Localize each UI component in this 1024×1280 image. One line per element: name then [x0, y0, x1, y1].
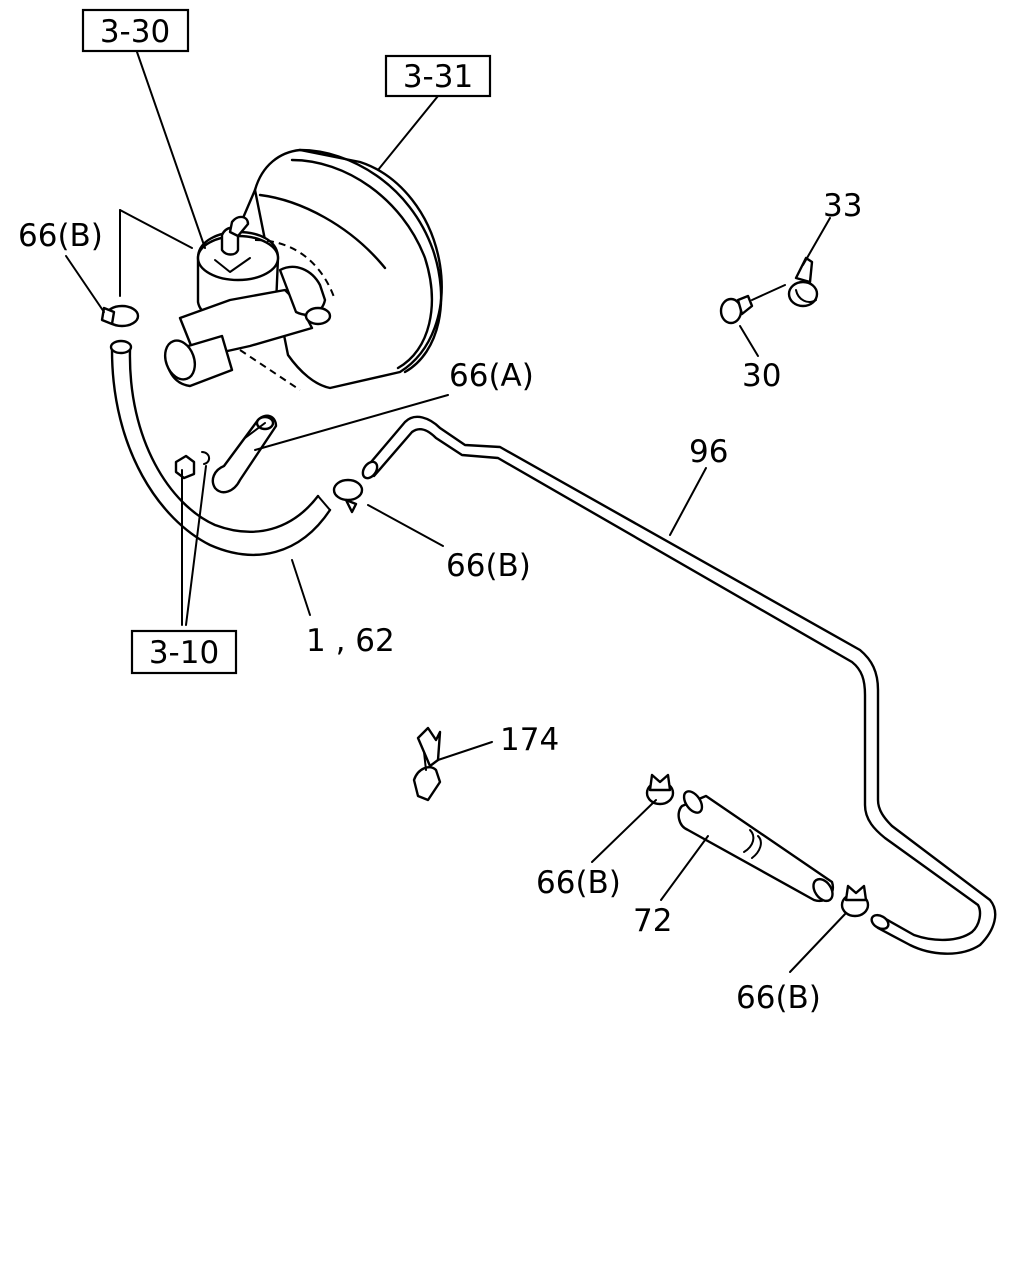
ref-box-3-30[interactable]: 3-30 — [81, 8, 190, 53]
clip-66b-mid — [332, 478, 364, 514]
ref-3-30-label: 3-30 — [100, 14, 170, 50]
callout-hose-1-62: 1 , 62 — [306, 623, 395, 659]
clip-66b-top-left — [100, 304, 140, 328]
nut-washer — [174, 451, 210, 480]
clip-66b-lower-left — [645, 773, 675, 806]
callout-66b-lower-right: 66(B) — [736, 980, 821, 1016]
vacuum-pipe — [361, 415, 997, 955]
ref-3-10-label: 3-10 — [149, 635, 219, 671]
callout-30: 30 — [742, 358, 781, 394]
callout-66b-top-left: 66(B) — [18, 218, 103, 254]
callout-96: 96 — [689, 434, 728, 470]
leader-lines — [65, 51, 847, 973]
callout-66a: 66(A) — [449, 358, 534, 394]
clip-66a — [211, 414, 278, 494]
ref-3-31-label: 3-31 — [403, 59, 473, 95]
clip-66b-lower-right — [840, 884, 870, 918]
hose-72 — [677, 790, 835, 903]
master-cylinder — [163, 215, 336, 391]
callout-33: 33 — [823, 188, 862, 224]
bolt-30 — [719, 284, 786, 325]
callout-66b-lower-left: 66(B) — [536, 865, 621, 901]
callout-174: 174 — [500, 722, 559, 758]
ref-box-3-31[interactable]: 3-31 — [384, 54, 492, 98]
clamp-174 — [412, 726, 442, 802]
callout-72: 72 — [633, 903, 672, 939]
ref-box-3-10[interactable]: 3-10 — [130, 629, 238, 675]
vacuum-hose-main — [109, 339, 332, 556]
callout-66b-mid: 66(B) — [446, 548, 531, 584]
